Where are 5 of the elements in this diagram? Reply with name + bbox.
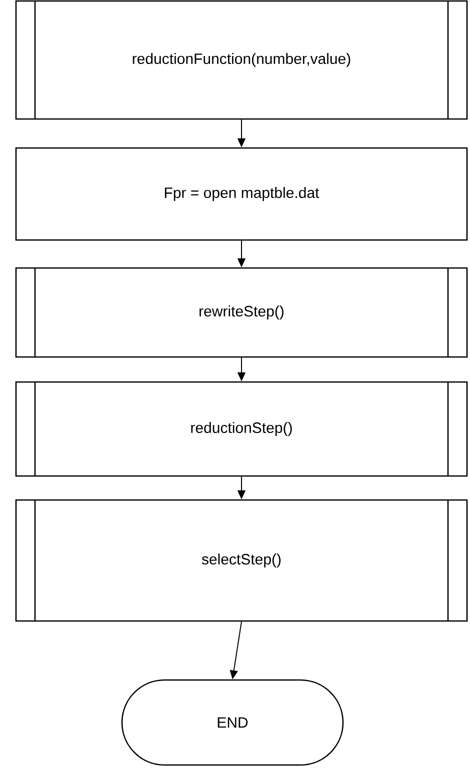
subroutine-box: rewriteStep() [15, 267, 468, 358]
subroutine-box: reductionFunction(number,value) [15, 0, 468, 120]
subroutine-box: reductionStep() [15, 381, 468, 477]
process-box: Fpr = open maptble.dat [15, 147, 468, 241]
subroutine-box: selectStep() [15, 499, 468, 622]
